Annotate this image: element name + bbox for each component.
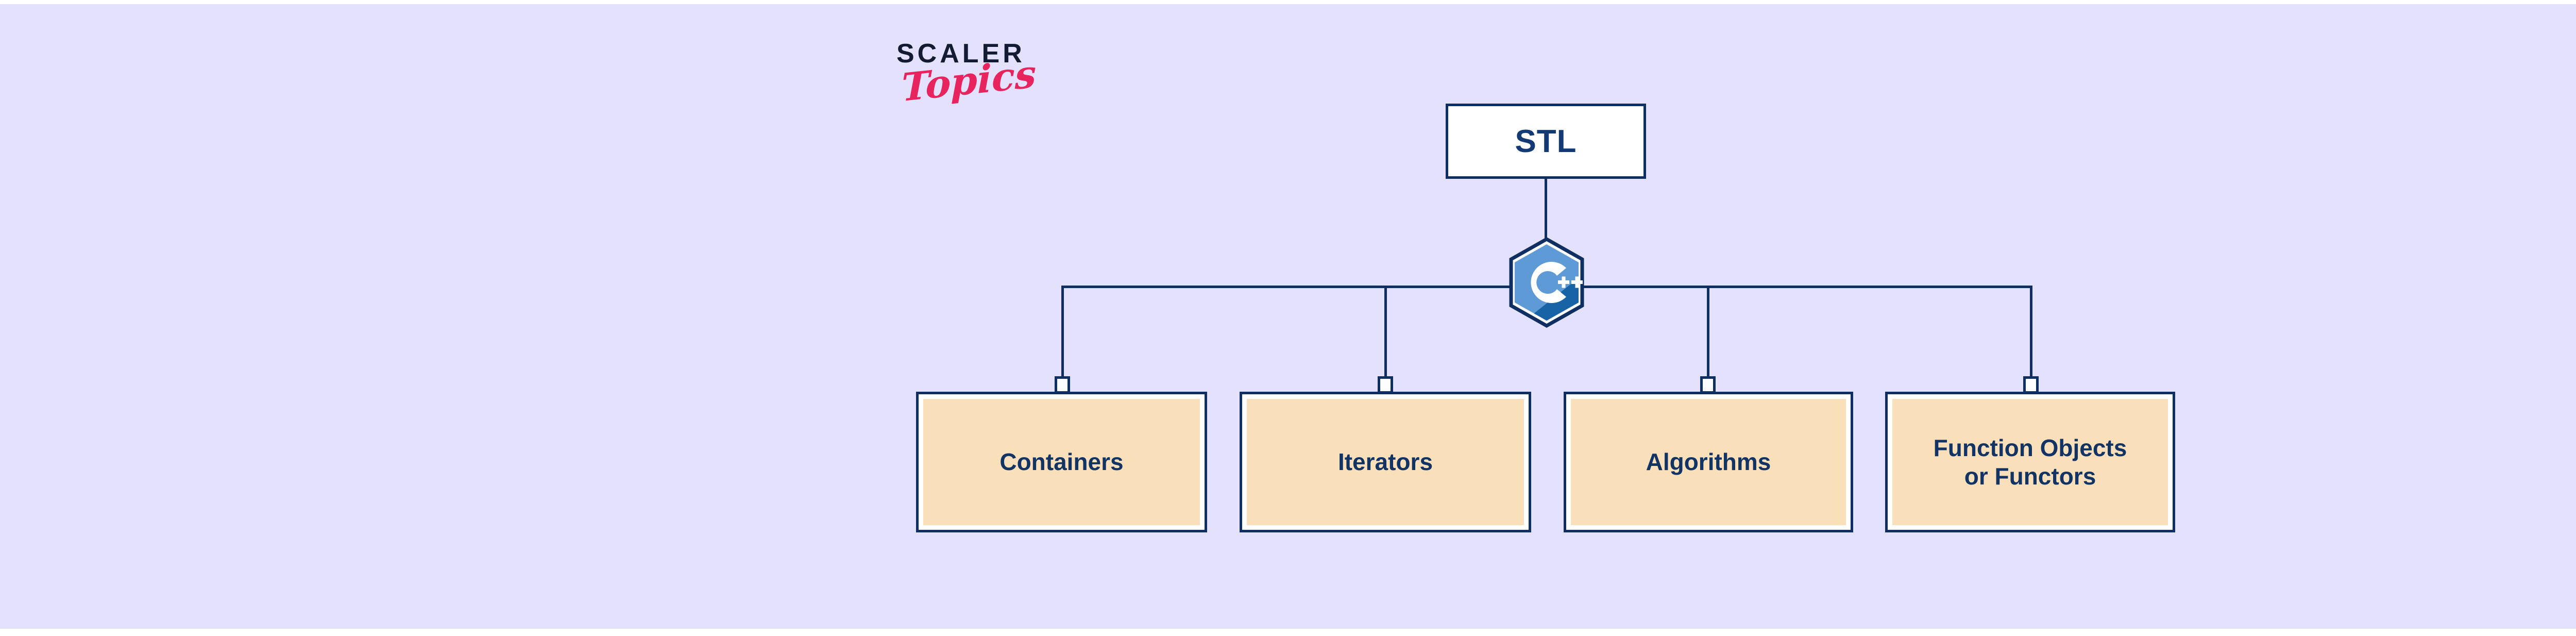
- connector-drop-3: [1707, 286, 1709, 379]
- leaf-label-containers: Containers: [999, 448, 1124, 476]
- connector-drop-4: [2030, 286, 2032, 379]
- leaf-node-function-objects: Function Objects or Functors: [1885, 392, 2175, 532]
- connector-drop-1: [1061, 286, 1064, 379]
- connector-root-to-bus: [1545, 179, 1547, 288]
- brand-wordmark: SCALER: [896, 39, 1025, 69]
- leaf-fill-4: Function Objects or Functors: [1892, 399, 2168, 525]
- cpp-logo-hexagon: [1502, 236, 1591, 329]
- leaf-fill-2: Iterators: [1247, 399, 1524, 525]
- scaler-topics-logo: SCALER Topics: [896, 40, 1072, 133]
- leaf-label-function-objects: Function Objects or Functors: [1933, 434, 2127, 490]
- leaf-node-containers: Containers: [916, 392, 1207, 532]
- page-background: [0, 4, 2576, 629]
- leaf-fill-1: Containers: [923, 399, 1200, 525]
- leaf-label-algorithms: Algorithms: [1646, 448, 1771, 476]
- connector-stub-4: [2023, 376, 2039, 394]
- leaf-fill-3: Algorithms: [1571, 399, 1846, 525]
- connector-drop-2: [1384, 286, 1387, 379]
- hex-plus-symbols: [1558, 276, 1583, 288]
- leaf-node-algorithms: Algorithms: [1564, 392, 1853, 532]
- leaf-node-iterators: Iterators: [1240, 392, 1531, 532]
- leaf-label-iterators: Iterators: [1337, 448, 1433, 476]
- root-node-label: STL: [1515, 123, 1577, 159]
- connector-stub-1: [1055, 376, 1070, 394]
- root-node-stl: STL: [1446, 104, 1646, 179]
- hex-letter-c: [1531, 262, 1566, 303]
- connector-stub-2: [1378, 376, 1393, 394]
- connector-stub-3: [1700, 376, 1716, 394]
